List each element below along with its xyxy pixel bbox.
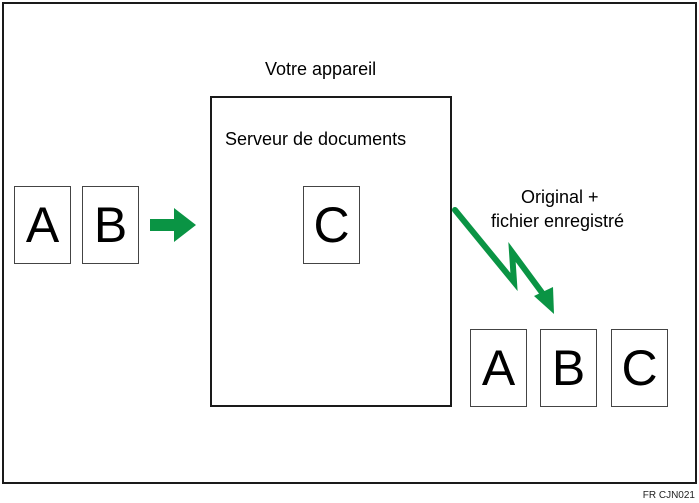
figure-code: FR CJN021 [642, 490, 695, 501]
lightning-arrow-icon [452, 207, 554, 314]
output-page-a: A [470, 329, 527, 407]
right-arrow-icon [150, 208, 196, 242]
input-page-b: B [82, 186, 139, 264]
output-page-b: B [540, 329, 597, 407]
diagram-frame [2, 2, 697, 484]
stored-page-c: C [303, 186, 360, 264]
device-box [210, 96, 452, 407]
device-label: Votre appareil [265, 59, 377, 79]
document-server-label: Serveur de documents [225, 129, 407, 149]
output-label-line1: Original + [521, 187, 599, 207]
output-label-line2: fichier enregistré [491, 211, 625, 231]
output-page-c: C [611, 329, 668, 407]
input-page-a: A [14, 186, 71, 264]
